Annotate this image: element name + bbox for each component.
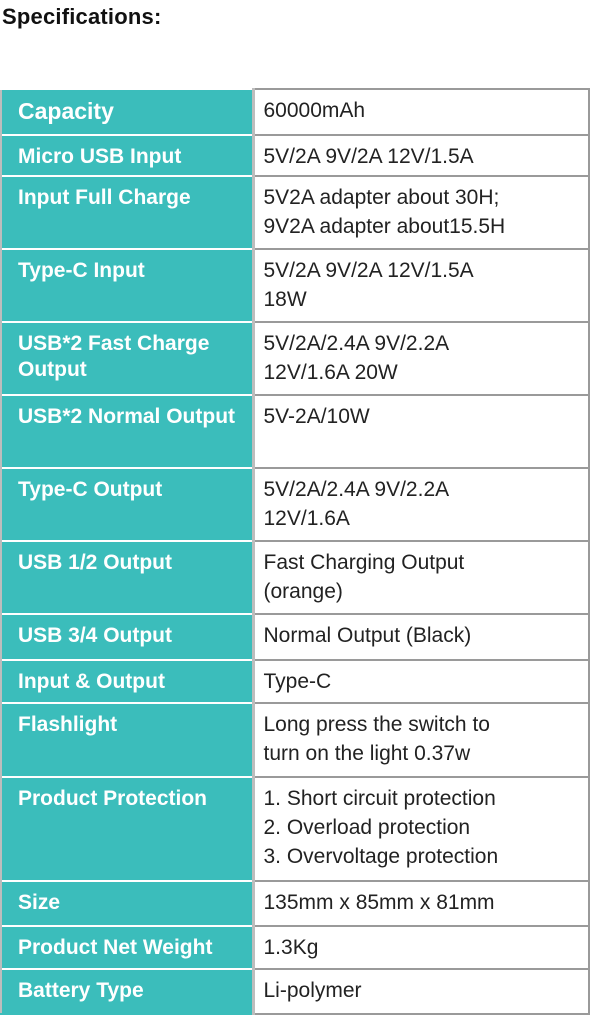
spec-value-usb-normal-output: 5V-2A/10W <box>251 394 590 469</box>
spec-label-product-protection: Product Protection <box>0 776 253 881</box>
table-row: Type-C Input 5V/2A 9V/2A 12V/1.5A 18W <box>0 248 590 323</box>
spec-label-usb-3-4-output: USB 3/4 Output <box>0 613 253 660</box>
spec-label-micro-usb-input: Micro USB Input <box>0 134 253 176</box>
spec-value-type-c-input: 5V/2A 9V/2A 12V/1.5A 18W <box>251 248 590 323</box>
spec-value-usb-1-2-output: Fast Charging Output (orange) <box>251 540 590 615</box>
table-row: Battery Type Li-polymer <box>0 968 590 1015</box>
spec-label-usb-fast-charge-output: USB*2 Fast Charge Output <box>0 321 253 395</box>
spec-label-type-c-input: Type-C Input <box>0 248 253 322</box>
spec-value-battery-type: Li-polymer <box>251 968 590 1015</box>
spec-value-usb-3-4-output: Normal Output (Black) <box>251 613 590 661</box>
spec-label-capacity: Capacity <box>0 88 253 135</box>
spec-value-capacity: 60000mAh <box>251 88 590 136</box>
spec-value-input-full-charge: 5V2A adapter about 30H; 9V2A adapter abo… <box>251 175 590 250</box>
table-row: Size 135mm x 85mm x 81mm <box>0 880 590 927</box>
table-row: USB*2 Fast Charge Output 5V/2A/2.4A 9V/2… <box>0 321 590 396</box>
spec-label-product-net-weight: Product Net Weight <box>0 925 253 969</box>
spec-label-battery-type: Battery Type <box>0 968 253 1015</box>
spec-value-type-c-output: 5V/2A/2.4A 9V/2.2A 12V/1.6A <box>251 467 590 542</box>
spec-value-product-net-weight: 1.3Kg <box>251 925 590 970</box>
spec-value-product-protection: 1. Short circuit protection 2. Overload … <box>251 776 590 882</box>
specifications-table: Capacity 60000mAh Micro USB Input 5V/2A … <box>0 88 590 1015</box>
table-row: USB*2 Normal Output 5V-2A/10W <box>0 394 590 469</box>
table-row: Product Protection 1. Short circuit prot… <box>0 776 590 882</box>
spec-label-type-c-output: Type-C Output <box>0 467 253 541</box>
spec-label-flashlight: Flashlight <box>0 702 253 777</box>
spec-value-usb-fast-charge-output: 5V/2A/2.4A 9V/2.2A 12V/1.6A 20W <box>251 321 590 396</box>
spec-label-input-full-charge: Input Full Charge <box>0 175 253 249</box>
spec-value-input-output: Type-C <box>251 659 590 704</box>
table-row: USB 3/4 Output Normal Output (Black) <box>0 613 590 661</box>
spec-label-usb-normal-output: USB*2 Normal Output <box>0 394 253 468</box>
spec-label-input-output: Input & Output <box>0 659 253 703</box>
table-row: Input & Output Type-C <box>0 659 590 704</box>
spec-value-flashlight: Long press the switch to turn on the lig… <box>251 702 590 778</box>
table-row: Micro USB Input 5V/2A 9V/2A 12V/1.5A <box>0 134 590 177</box>
spec-label-usb-1-2-output: USB 1/2 Output <box>0 540 253 614</box>
table-row: Capacity 60000mAh <box>0 88 590 136</box>
spec-value-size: 135mm x 85mm x 81mm <box>251 880 590 927</box>
spec-value-micro-usb-input: 5V/2A 9V/2A 12V/1.5A <box>251 134 590 177</box>
table-row: Flashlight Long press the switch to turn… <box>0 702 590 778</box>
table-row: Product Net Weight 1.3Kg <box>0 925 590 970</box>
page-title: Specifications: <box>2 4 162 29</box>
spec-label-size: Size <box>0 880 253 926</box>
table-row: USB 1/2 Output Fast Charging Output (ora… <box>0 540 590 615</box>
table-row: Input Full Charge 5V2A adapter about 30H… <box>0 175 590 250</box>
table-row: Type-C Output 5V/2A/2.4A 9V/2.2A 12V/1.6… <box>0 467 590 542</box>
